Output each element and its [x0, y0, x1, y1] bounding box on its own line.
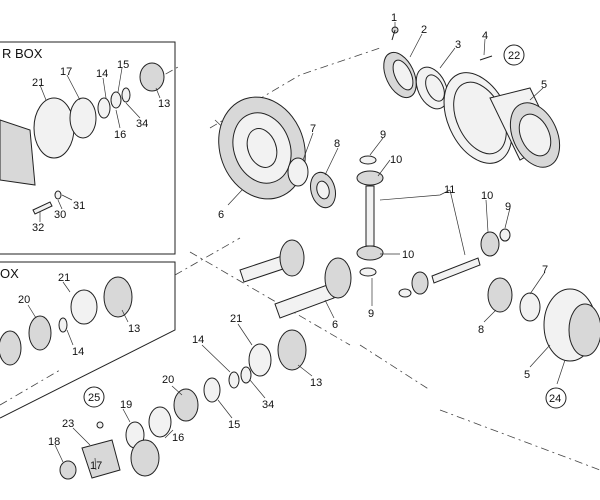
- callout-13-box2: 13: [128, 323, 140, 335]
- callout-9-mid: 9: [368, 308, 374, 320]
- callout-16-low: 16: [172, 432, 184, 444]
- front-box-label: OX: [0, 266, 19, 281]
- callout-21-box2: 21: [58, 272, 70, 284]
- callout-23: 23: [62, 418, 74, 430]
- callout-7-top: 7: [310, 123, 316, 135]
- callout-labels: 1 2 3 4 22 5 7 9 8 10 6 11 10 9 10 9 7 8…: [18, 12, 561, 472]
- callout-15-box: 15: [117, 59, 129, 71]
- callout-10-mid: 10: [402, 249, 414, 261]
- rear-box-frame: R BOX: [0, 41, 176, 255]
- front-box-parts: [0, 276, 133, 366]
- callout-17-box: 17: [60, 66, 72, 78]
- callout-11: 11: [444, 184, 455, 196]
- front-box-frame: OX: [0, 261, 176, 419]
- callout-8-top: 8: [334, 138, 340, 150]
- callout-20-low: 20: [162, 374, 174, 386]
- callout-21-box: 21: [32, 77, 44, 89]
- ring-gear-top: [218, 96, 306, 200]
- callout-13-low: 13: [310, 377, 322, 389]
- callout-circle-25: [83, 386, 105, 408]
- callout-10-right: 10: [481, 190, 493, 202]
- top-right-assembly: [383, 26, 561, 168]
- callout-22: 22: [508, 50, 520, 62]
- pinion-shaft-mid: [274, 257, 352, 319]
- callout-24: 24: [549, 393, 561, 405]
- callout-3: 3: [455, 39, 461, 51]
- callout-14-box2: 14: [72, 346, 84, 358]
- right-lower-assembly: [487, 277, 600, 362]
- pinion-gear-cluster: [356, 155, 511, 298]
- callout-9-top: 9: [380, 129, 386, 141]
- callout-2: 2: [421, 24, 427, 36]
- callout-1: 1: [391, 12, 397, 24]
- callout-5-right: 5: [524, 369, 530, 381]
- callout-25: 25: [88, 392, 100, 404]
- leader-lines: [27, 22, 566, 471]
- callout-30: 30: [54, 209, 66, 221]
- side-gear-top: [310, 171, 336, 209]
- rear-box-label: R BOX: [2, 46, 43, 61]
- callout-circle-22: [503, 44, 525, 66]
- callout-5-top: 5: [541, 79, 547, 91]
- callout-14-low: 14: [192, 334, 204, 346]
- callout-19: 19: [120, 399, 132, 411]
- callout-13-box: 13: [158, 98, 170, 110]
- callout-15-low: 15: [228, 419, 240, 431]
- callout-31: 31: [73, 200, 85, 212]
- thrust-washer-top: [287, 157, 309, 187]
- callout-9-right: 9: [505, 201, 511, 213]
- callout-6-mid: 6: [332, 319, 338, 331]
- callout-34-low: 34: [262, 399, 274, 411]
- callout-4: 4: [482, 30, 488, 42]
- pinion-shaft-left: [239, 239, 305, 283]
- callout-14-box: 14: [96, 68, 108, 80]
- rear-box-parts: [0, 62, 165, 215]
- callout-17-low: 17: [90, 460, 102, 472]
- lower-bearing-chain: [59, 329, 307, 480]
- callout-20-box2: 20: [18, 294, 30, 306]
- callout-circle-24: [545, 387, 567, 409]
- callout-34-box: 34: [136, 118, 148, 130]
- callout-18: 18: [48, 436, 60, 448]
- callout-8-right: 8: [478, 324, 484, 336]
- callout-10-top: 10: [390, 154, 402, 166]
- callout-6-top: 6: [218, 209, 224, 221]
- callout-32: 32: [32, 222, 44, 234]
- callout-16-box: 16: [114, 129, 126, 141]
- callout-7-right: 7: [542, 264, 548, 276]
- callout-21-low: 21: [230, 313, 242, 325]
